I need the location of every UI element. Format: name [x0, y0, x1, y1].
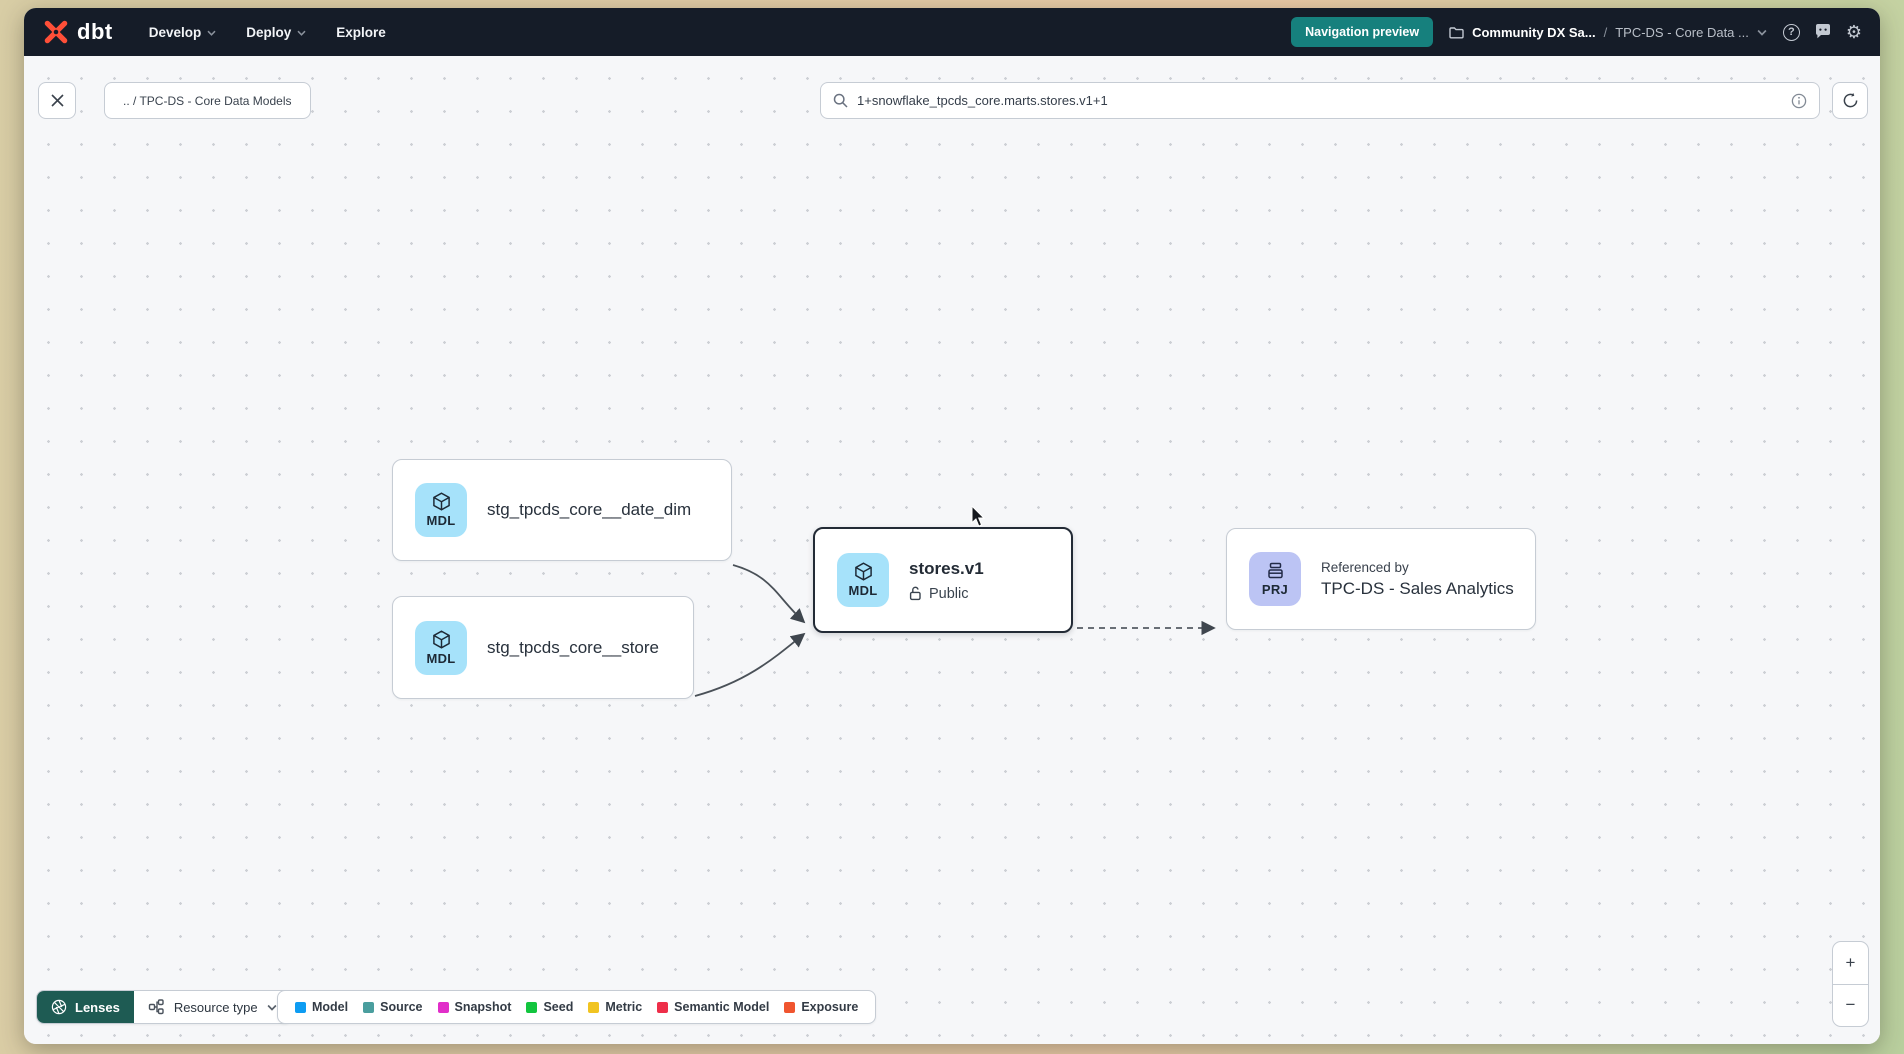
- menu-explore-label: Explore: [336, 24, 386, 40]
- help-icon[interactable]: ?: [1782, 23, 1800, 41]
- badge-label: MDL: [848, 583, 878, 598]
- badge-label: MDL: [426, 513, 456, 528]
- node-label: TPC-DS - Sales Analytics: [1321, 578, 1514, 598]
- dbt-logo-icon: [44, 20, 68, 44]
- chevron-down-icon: [267, 1004, 277, 1011]
- legend-model: Model: [295, 1000, 348, 1014]
- menu-develop[interactable]: Develop: [149, 25, 217, 40]
- zoom-controls: + −: [1832, 941, 1869, 1027]
- node-stores-v1[interactable]: MDL stores.v1 Public: [813, 527, 1073, 633]
- navigation-preview-button[interactable]: Navigation preview: [1291, 17, 1434, 47]
- legend-label: Metric: [605, 1000, 643, 1014]
- lens-controls: Lenses Resource type: [36, 990, 292, 1024]
- source-swatch: [363, 1001, 375, 1013]
- dbt-logo[interactable]: dbt: [42, 18, 113, 46]
- graph-nodes-icon: [148, 999, 164, 1015]
- node-access: Public: [909, 586, 984, 602]
- search-input[interactable]: [857, 93, 1782, 108]
- semantic-model-swatch: [657, 1001, 669, 1013]
- badge-label: MDL: [426, 650, 456, 666]
- menu-deploy[interactable]: Deploy: [246, 25, 306, 40]
- access-label: Public: [929, 585, 969, 602]
- breadcrumb-project[interactable]: Community DX Sa...: [1472, 24, 1596, 40]
- model-swatch: [295, 1001, 306, 1013]
- model-badge: MDL: [415, 483, 467, 537]
- settings-gear-icon[interactable]: ⚙: [1845, 22, 1862, 42]
- breadcrumb-page[interactable]: TPC-DS - Core Data ...: [1615, 24, 1749, 40]
- menu-deploy-label: Deploy: [246, 24, 292, 40]
- model-badge: MDL: [837, 553, 889, 607]
- feedback-icon[interactable]: [1814, 24, 1832, 40]
- lineage-search-bar[interactable]: [820, 82, 1820, 119]
- referenced-by-label: Referenced by: [1321, 559, 1409, 575]
- menu-develop-label: Develop: [148, 24, 202, 40]
- app-window: dbt Develop Deploy Explore Navigation pr…: [24, 8, 1880, 1044]
- search-icon: [833, 93, 848, 108]
- legend-metric: Metric: [588, 1000, 642, 1014]
- dbt-logo-text: dbt: [77, 19, 113, 44]
- refresh-icon: [1843, 92, 1857, 108]
- legend-source: Source: [363, 1000, 423, 1014]
- exposure-swatch: [784, 1001, 796, 1013]
- legend-label: Source: [380, 1000, 423, 1014]
- legend-seed: Seed: [526, 1000, 573, 1014]
- breadcrumb-separator: /: [1603, 24, 1608, 40]
- legend-label: Snapshot: [454, 1000, 512, 1014]
- legend-label: Seed: [543, 1000, 574, 1014]
- node-label: stg_tpcds_core__store: [487, 637, 659, 657]
- aperture-icon: [51, 999, 67, 1015]
- resource-type-label: Resource type: [173, 999, 258, 1015]
- legend-exposure: Exposure: [784, 1000, 858, 1014]
- legend-label: Semantic Model: [674, 1000, 770, 1014]
- legend-semantic-model: Semantic Model: [657, 1000, 769, 1014]
- model-badge: MDL: [415, 620, 467, 675]
- node-label: stg_tpcds_core__date_dim: [487, 500, 692, 519]
- cube-icon: [854, 562, 872, 581]
- lineage-breadcrumb-chip[interactable]: .. / TPC-DS - Core Data Models: [104, 82, 311, 119]
- lenses-label: Lenses: [75, 999, 120, 1015]
- project-badge: PRJ: [1249, 552, 1301, 606]
- main-menu: Develop Deploy Explore: [149, 25, 386, 40]
- legend-label: Exposure: [801, 1000, 859, 1014]
- navbar-icons: ? ⚙: [1782, 22, 1862, 42]
- snapshot-swatch: [437, 1001, 449, 1013]
- cube-icon: [432, 492, 450, 511]
- lenses-button[interactable]: Lenses: [37, 991, 134, 1023]
- close-icon: [50, 94, 64, 107]
- project-breadcrumb[interactable]: Community DX Sa... / TPC-DS - Core Data …: [1449, 25, 1767, 40]
- chevron-down-icon[interactable]: [1757, 29, 1767, 36]
- menu-explore[interactable]: Explore: [336, 25, 386, 40]
- lock-open-icon: [909, 586, 921, 601]
- legend-snapshot: Snapshot: [437, 1000, 512, 1014]
- info-icon[interactable]: [1791, 93, 1807, 109]
- node-stg-tpcds-core-store[interactable]: MDL stg_tpcds_core__store: [392, 596, 694, 699]
- resource-legend: Model Source Snapshot Seed Metric Semant…: [277, 990, 877, 1024]
- zoom-in-button[interactable]: +: [1833, 942, 1868, 985]
- navbar-right: Navigation preview Community DX Sa... / …: [1291, 17, 1862, 47]
- node-label: stores.v1: [909, 558, 984, 578]
- cube-icon: [432, 629, 450, 649]
- refresh-lineage-button[interactable]: [1832, 82, 1868, 119]
- seed-swatch: [526, 1001, 538, 1013]
- node-stg-tpcds-core-date-dim[interactable]: MDL stg_tpcds_core__date_dim: [392, 459, 732, 561]
- chevron-down-icon: [207, 30, 216, 36]
- top-navbar: dbt Develop Deploy Explore Navigation pr…: [24, 8, 1880, 56]
- legend-label: Model: [312, 1000, 349, 1014]
- node-tpcds-sales-analytics[interactable]: PRJ Referenced by TPC-DS - Sales Analyti…: [1226, 528, 1536, 630]
- folder-icon: [1449, 26, 1464, 38]
- stacked-project-icon: [1267, 562, 1283, 578]
- metric-swatch: [588, 1001, 600, 1013]
- resource-type-dropdown[interactable]: Resource type: [134, 991, 291, 1023]
- close-lineage-button[interactable]: [38, 82, 76, 119]
- chevron-down-icon: [297, 30, 306, 36]
- zoom-out-button[interactable]: −: [1833, 985, 1868, 1027]
- badge-label: PRJ: [1261, 581, 1289, 597]
